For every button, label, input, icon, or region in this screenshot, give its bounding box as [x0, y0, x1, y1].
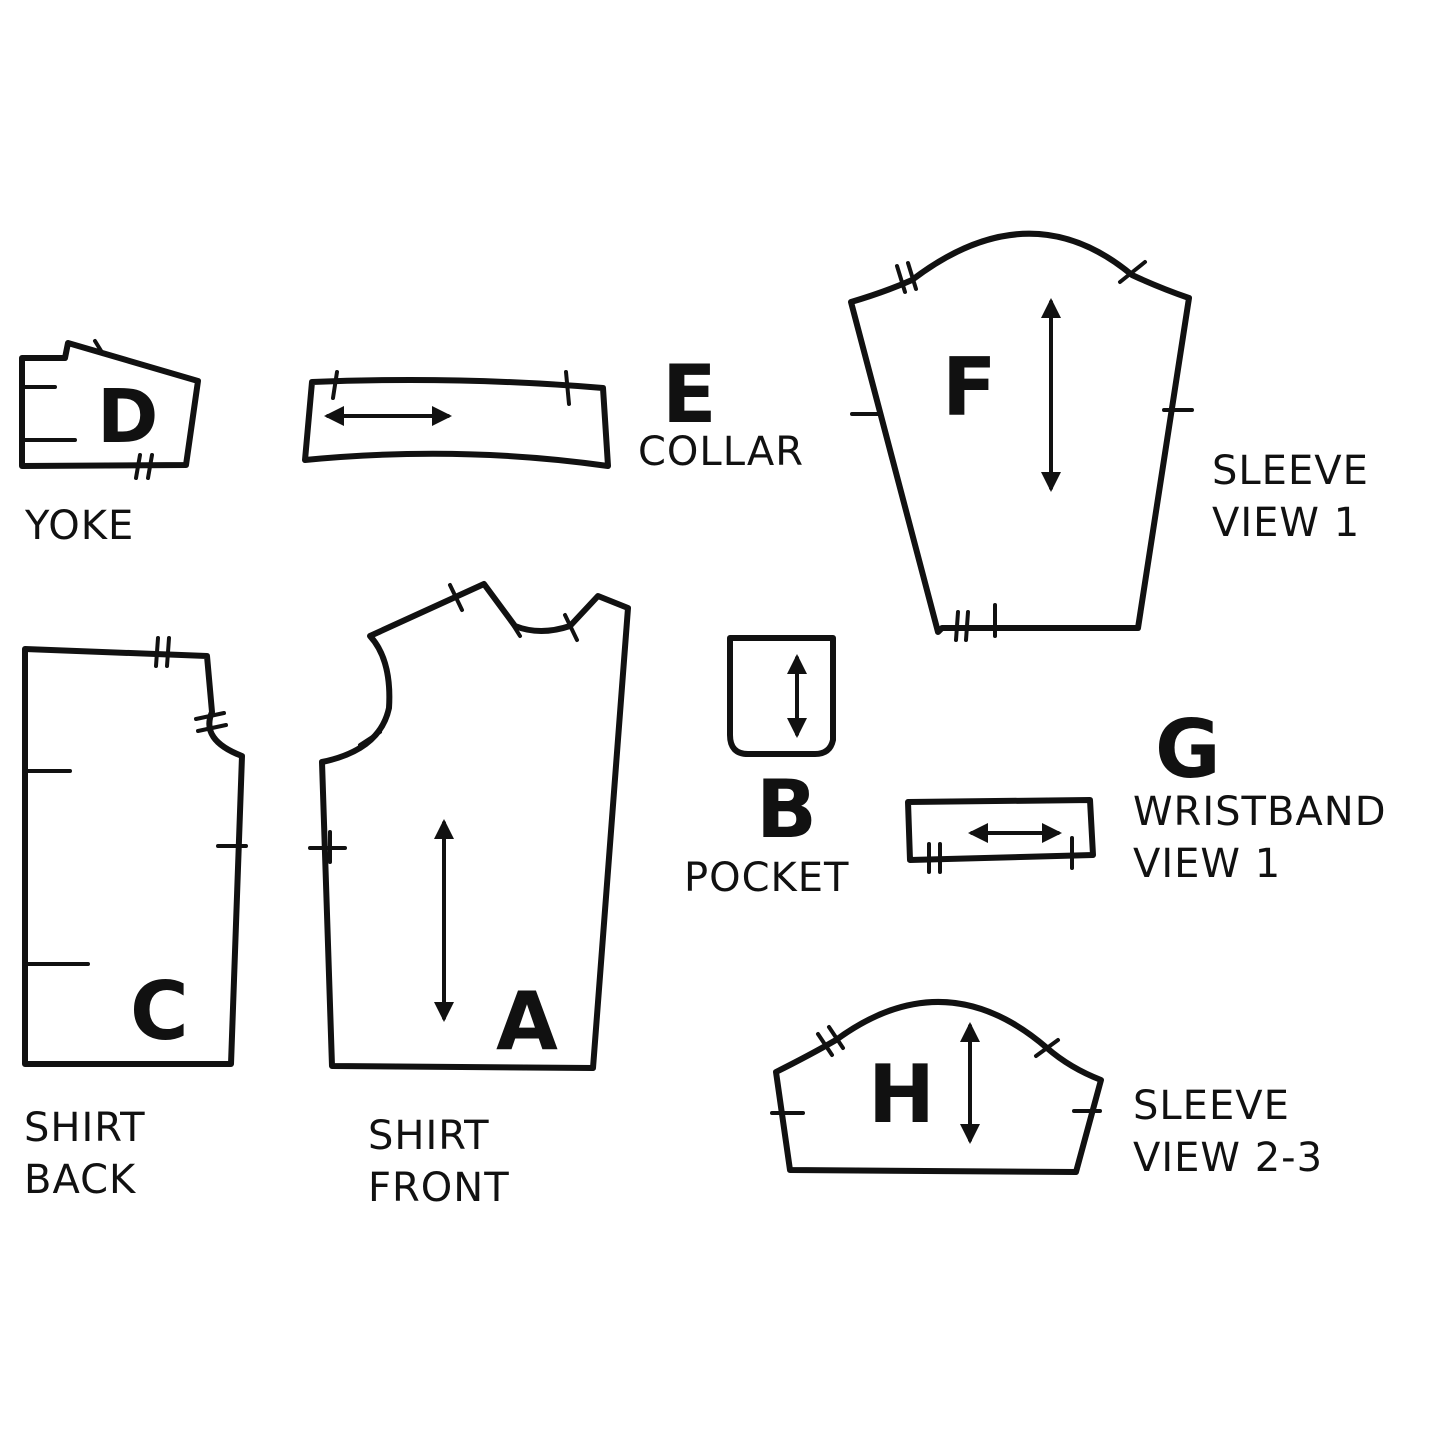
wristband-piece: [905, 797, 1096, 874]
caption-sleeve-view1-line1: SLEEVE: [1212, 448, 1369, 494]
sleeve-view23-outline: [773, 999, 1104, 1175]
sleeve-view1-piece: [848, 230, 1194, 642]
collar-outline: [302, 377, 611, 469]
caption-shirt-back-line2: BACK: [24, 1157, 137, 1203]
piece-letter-b: B: [756, 763, 817, 856]
piece-letter-c: C: [130, 965, 189, 1058]
caption-sleeve-view1-line2: VIEW 1: [1212, 500, 1361, 546]
caption-wristband: WRISTBAND VIEW 1: [1133, 786, 1387, 890]
shirt-back-piece: [22, 636, 248, 1067]
caption-shirt-front: SHIRT FRONT: [368, 1110, 510, 1214]
piece-letter-a: A: [496, 975, 558, 1068]
caption-yoke-text: YOKE: [25, 503, 135, 549]
yoke-piece: [19, 339, 201, 480]
caption-shirt-front-line2: FRONT: [368, 1165, 510, 1211]
wristband-outline: [905, 797, 1096, 863]
piece-letter-e: E: [662, 348, 717, 441]
shirt-front-outline: [319, 581, 631, 1071]
caption-collar-text: COLLAR: [638, 429, 805, 475]
sleeve-view23-piece: [770, 999, 1104, 1175]
caption-sleeve-view23: SLEEVE VIEW 2-3: [1133, 1080, 1323, 1184]
caption-yoke: YOKE: [25, 500, 134, 552]
shirt-back-outline: [22, 646, 245, 1067]
piece-letter-f: F: [942, 341, 997, 434]
piece-letter-h: H: [868, 1048, 935, 1141]
pocket-piece: [727, 635, 836, 757]
piece-letter-d: D: [97, 374, 159, 460]
caption-collar: COLLAR: [638, 426, 804, 478]
collar-piece: [302, 370, 611, 469]
caption-sleeve-view23-line2: VIEW 2-3: [1133, 1135, 1324, 1181]
caption-wristband-line2: VIEW 1: [1133, 841, 1282, 887]
shirt-front-piece: [308, 581, 631, 1071]
pocket-outline: [727, 635, 836, 757]
sleeve-view1-outline: [848, 230, 1192, 635]
caption-shirt-back-line1: SHIRT: [24, 1105, 146, 1151]
piece-letter-g: G: [1155, 703, 1221, 796]
caption-shirt-front-line1: SHIRT: [368, 1113, 490, 1159]
yoke-outline: [19, 340, 201, 469]
caption-shirt-back: SHIRT BACK: [24, 1102, 146, 1206]
caption-wristband-line1: WRISTBAND: [1133, 789, 1387, 835]
caption-pocket: POCKET: [684, 852, 849, 904]
caption-sleeve-view1: SLEEVE VIEW 1: [1212, 445, 1369, 549]
caption-pocket-text: POCKET: [684, 855, 850, 901]
caption-sleeve-view23-line1: SLEEVE: [1133, 1083, 1290, 1129]
